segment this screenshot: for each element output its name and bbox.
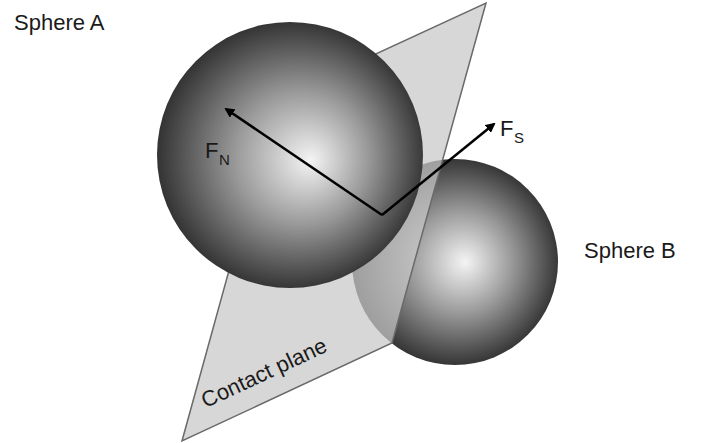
force-symbol: F bbox=[500, 118, 513, 140]
force-subscript: S bbox=[514, 130, 524, 145]
sphere-label: Sphere A bbox=[14, 12, 105, 34]
sphere-a bbox=[157, 22, 423, 288]
force-subscript: N bbox=[219, 152, 230, 167]
sphere-label: Sphere B bbox=[584, 240, 676, 262]
normal-force-arrow bbox=[226, 109, 382, 215]
force-symbol: F bbox=[205, 140, 218, 162]
shear-force-arrow bbox=[382, 124, 494, 215]
